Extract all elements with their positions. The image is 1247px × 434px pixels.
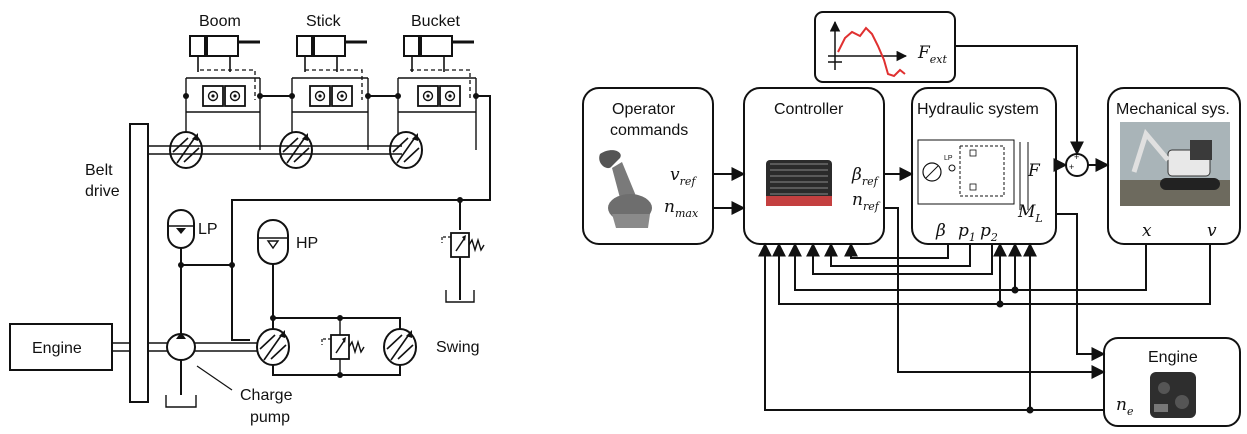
fext-block: [814, 11, 956, 83]
stick-section-lines: [291, 77, 369, 150]
charge-pump-label-line1: Charge: [240, 387, 293, 404]
hydraulic-system-title: Hydraulic system: [917, 101, 1039, 118]
force-label: F: [1027, 161, 1041, 181]
boom-pump-icon: [169, 131, 203, 169]
return-line-bottom: [272, 365, 401, 376]
pilot-line-stick: [305, 69, 363, 100]
operator-title-line1: Operator: [612, 101, 676, 118]
boom-valve: [202, 85, 246, 107]
actuator-label-bucket: Bucket: [411, 13, 460, 30]
beta-ref-label: βref: [851, 165, 880, 188]
n-ref-label: nref: [852, 190, 881, 213]
stick-valve: [309, 85, 353, 107]
velocity-v-label: v: [1207, 221, 1217, 241]
bucket-valve: [417, 85, 461, 107]
signal-connections: [713, 45, 1211, 414]
svg-text:+: +: [1069, 162, 1074, 172]
beta-output-label: β: [935, 221, 946, 241]
load-moment-label: ML: [1017, 202, 1043, 225]
pilot-line-bucket: [410, 69, 471, 100]
svg-text:+: +: [1074, 152, 1079, 162]
p2-label: p2: [980, 221, 998, 244]
mechanical-system-title: Mechanical sys.: [1116, 101, 1230, 118]
control-block-diagram: Fext Operator commands vref nmax Control…: [582, 11, 1241, 427]
charge-pump-label-line2: pump: [250, 409, 290, 426]
top-pressure-bus: [260, 95, 491, 201]
swing-relief-valve-icon: [321, 334, 365, 360]
vref-label: vref: [670, 165, 697, 188]
relief-valve-icon: [441, 232, 485, 258]
swing-label: Swing: [436, 339, 480, 356]
engine-speed-label: ne: [1116, 395, 1134, 418]
hydraulic-circuit-schematic: Boom Stick Bucket Be: [9, 13, 491, 426]
engine-label: Engine: [32, 340, 82, 357]
boom-section-lines: [185, 77, 261, 150]
p1-label: p1: [958, 221, 976, 244]
lp-to-bus-line: [181, 199, 460, 266]
hp-to-swing-line: [273, 317, 401, 330]
controller-unit-icon: [766, 160, 832, 206]
lp-to-main-pump: [231, 265, 250, 341]
bucket-pump-icon: [389, 131, 423, 169]
fext-signal-curve: [837, 26, 906, 78]
fext-label: Fext: [917, 43, 948, 66]
hydraulic-schematic-thumbnail: LP: [917, 139, 1029, 210]
main-shaft: [148, 342, 264, 352]
engine-photo-icon: [1150, 372, 1196, 418]
excavator-photo-icon: [1120, 122, 1230, 206]
nmax-label: nmax: [664, 197, 699, 220]
swing-motor-icon: [383, 328, 417, 366]
stick-pump-icon: [279, 131, 313, 169]
hp-accumulator-icon: [257, 219, 289, 265]
svg-text:LP: LP: [944, 155, 953, 162]
actuator-label-boom: Boom: [199, 13, 241, 30]
boom-cylinder: [188, 34, 262, 74]
bucket-section-lines: [397, 77, 477, 150]
belt-drive-label-line2: drive: [85, 183, 120, 200]
position-x-label: x: [1142, 221, 1152, 241]
lp-label: LP: [198, 221, 218, 238]
engine-block: [9, 323, 113, 371]
pump-shaft: [148, 145, 402, 155]
stick-cylinder: [295, 34, 369, 74]
belt-drive-bar: [129, 123, 149, 403]
tank-icon-right: [445, 290, 475, 303]
belt-drive-label-line1: Belt: [85, 162, 113, 179]
operator-title-line2: commands: [610, 122, 688, 139]
engine-block-title: Engine: [1148, 349, 1198, 366]
tank-icon-left: [165, 395, 197, 408]
actuator-label-stick: Stick: [306, 13, 342, 30]
bucket-cylinder: [402, 34, 476, 74]
controller-title: Controller: [774, 101, 844, 118]
hp-label: HP: [296, 235, 318, 252]
main-pump-icon: [256, 328, 290, 366]
joystick-icon: [599, 150, 652, 228]
